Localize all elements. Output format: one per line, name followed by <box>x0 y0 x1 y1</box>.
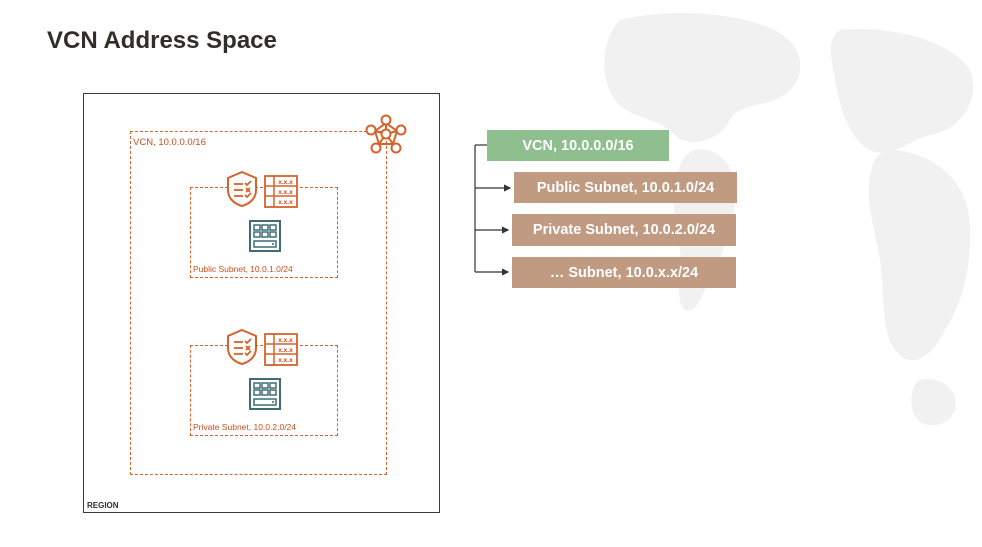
hierarchy-public-subnet-label: Public Subnet, 10.0.1.0/24 <box>536 179 715 196</box>
security-list-shield-icon <box>227 170 257 208</box>
hierarchy-private-subnet-label: Private Subnet, 10.0.2.0/24 <box>532 222 716 238</box>
route-table-cell: x.x.x <box>278 337 293 344</box>
route-table-icon: x.x.x x.x.x x.x.x <box>264 175 298 208</box>
route-table-cell: x.x.x <box>278 357 293 364</box>
vcn-network-icon <box>365 114 407 154</box>
route-table-cell: x.x.x <box>278 179 293 186</box>
hierarchy-other-subnet-box: … Subnet, 10.0.x.x/24 <box>512 257 736 288</box>
route-table-icon: x.x.x x.x.x x.x.x <box>264 333 298 366</box>
route-table-cell: x.x.x <box>278 189 293 196</box>
compute-instance-icon <box>249 220 281 252</box>
hierarchy-other-subnet-label: … Subnet, 10.0.x.x/24 <box>549 264 699 281</box>
vcn-label: VCN, 10.0.0.0/16 <box>133 137 206 148</box>
compute-instance-icon <box>249 378 281 410</box>
security-list-shield-icon <box>227 328 257 366</box>
route-table-cell: x.x.x <box>278 199 293 206</box>
hierarchy-vcn-box: VCN, 10.0.0.0/16 <box>487 130 669 161</box>
public-subnet-box: Public Subnet, 10.0.1.0/24 <box>190 187 338 278</box>
route-table-cell: x.x.x <box>278 347 293 354</box>
public-subnet-label: Public Subnet, 10.0.1.0/24 <box>193 264 293 274</box>
private-subnet-label: Private Subnet, 10.0.2.0/24 <box>193 422 297 432</box>
hierarchy-public-subnet-box: Public Subnet, 10.0.1.0/24 <box>514 172 737 203</box>
private-subnet-box: Private Subnet, 10.0.2.0/24 <box>190 345 338 436</box>
page-title: VCN Address Space <box>47 27 277 54</box>
hierarchy-private-subnet-box: Private Subnet, 10.0.2.0/24 <box>512 214 736 246</box>
hierarchy-vcn-label: VCN, 10.0.0.0/16 <box>522 137 634 154</box>
vcn-box: VCN, 10.0.0.0/16 <box>130 131 387 475</box>
region-label: REGION <box>87 501 119 510</box>
region-box: REGION <box>83 93 440 513</box>
